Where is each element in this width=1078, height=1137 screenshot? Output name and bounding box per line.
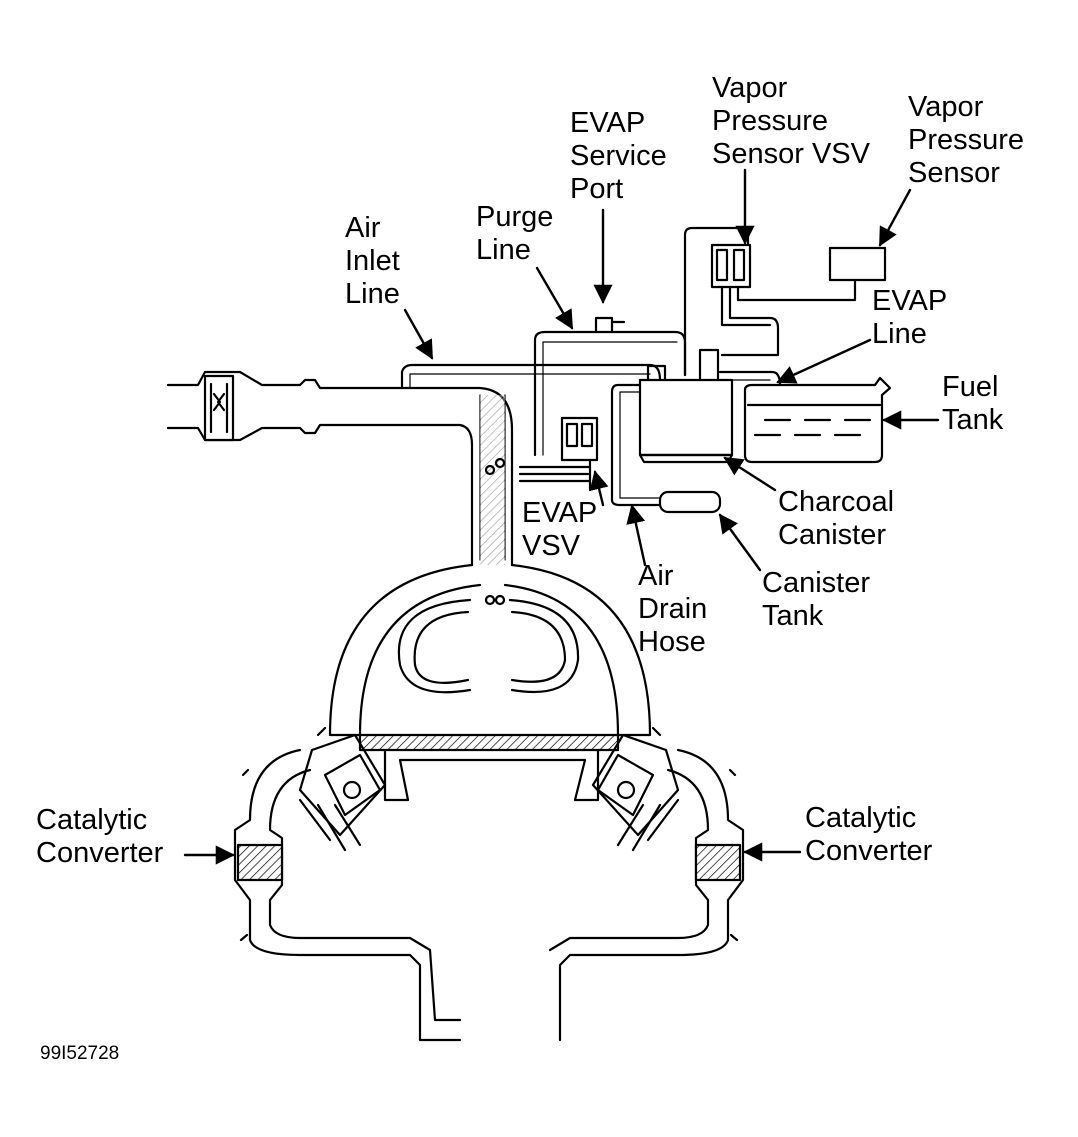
intake-plenum — [328, 457, 652, 737]
label-canister-tank: Canister Tank — [762, 567, 870, 632]
arrow-canister-tank — [718, 513, 762, 572]
air-drain-hose — [610, 383, 662, 507]
arrow-vapor-pressure-sensor — [878, 188, 912, 247]
label-vapor-pressure-sensor-vsv: Vapor Pressure Sensor VSV — [712, 72, 870, 170]
arrow-charcoal-canister — [723, 456, 777, 492]
vapor-pressure-sensor — [828, 246, 887, 282]
arrow-evap-vsv — [589, 470, 609, 507]
engine-block — [298, 726, 680, 852]
label-fuel-tank: Fuel Tank — [942, 371, 1004, 436]
label-catalytic-converter-right: Catalytic Converter — [805, 802, 933, 867]
evap-vsv — [518, 416, 599, 492]
label-evap-service-port: EVAP Service Port — [570, 107, 667, 205]
arrow-purge-line — [535, 266, 574, 330]
label-air-inlet-line: Air Inlet Line — [345, 212, 400, 310]
label-charcoal-canister: Charcoal Canister — [778, 486, 895, 551]
label-vapor-pressure-sensor: Vapor Pressure Sensor — [908, 91, 1025, 189]
air-inlet-line — [400, 363, 662, 390]
label-evap-vsv: EVAP VSV — [522, 497, 598, 562]
label-air-drain-hose: Air Drain Hose — [638, 560, 708, 658]
arrow-evap-line — [776, 338, 872, 384]
canister-tank — [658, 490, 722, 514]
label-purge-line: Purge Line — [476, 201, 554, 266]
charcoal-canister — [638, 348, 734, 464]
label-catalytic-converter-left: Catalytic Converter — [36, 804, 164, 869]
air-intake-duct — [166, 370, 514, 567]
label-evap-line: EVAP Line — [872, 285, 948, 350]
arrow-air-inlet-line — [403, 308, 434, 360]
exhaust-system — [233, 748, 745, 1042]
vapor-pressure-sensor-vsv — [683, 226, 857, 377]
evap-service-port — [594, 316, 626, 334]
fuel-tank — [743, 376, 892, 464]
arrow-air-drain-hose — [626, 504, 647, 567]
figure-code: 99I52728 — [40, 1043, 120, 1064]
